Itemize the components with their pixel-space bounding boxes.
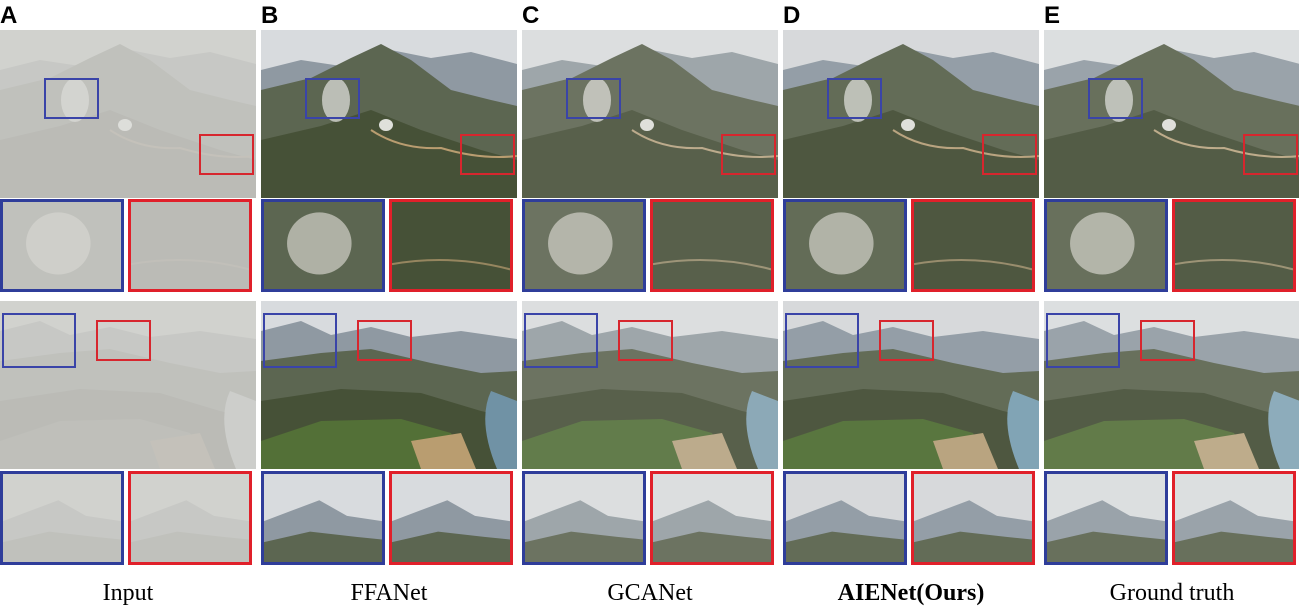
landscape-image xyxy=(264,202,382,289)
roi-box-blue xyxy=(263,313,337,368)
scene2-image xyxy=(0,301,256,469)
scene1-zoom-red xyxy=(911,199,1035,292)
landscape-image xyxy=(525,474,643,562)
landscape-image xyxy=(264,474,382,562)
method-column-d: D AIENet(Ours) xyxy=(783,0,1039,611)
method-column-a: A Input xyxy=(0,0,256,611)
roi-box-red xyxy=(1140,320,1195,361)
scene2-image xyxy=(522,301,778,469)
scene2-zoom-blue xyxy=(522,471,646,565)
scene2-image xyxy=(1044,301,1299,469)
roi-box-blue xyxy=(524,313,598,368)
panel-letter: A xyxy=(0,2,18,29)
roi-box-red xyxy=(357,320,412,361)
scene2-zoom-red xyxy=(911,471,1035,565)
scene1-zoom-red xyxy=(650,199,774,292)
roi-box-red xyxy=(879,320,934,361)
scene1-zoom-blue xyxy=(783,199,907,292)
panel-letter: E xyxy=(1044,2,1061,29)
landscape-image xyxy=(786,474,904,562)
method-caption: FFANet xyxy=(350,580,428,606)
landscape-image xyxy=(522,301,778,469)
landscape-image xyxy=(914,474,1032,562)
scene2-zoom-red xyxy=(128,471,252,565)
roi-box-red xyxy=(1243,134,1298,175)
scene1-zoom-blue xyxy=(522,199,646,292)
scene1-zoom-red xyxy=(1172,199,1296,292)
scene2-zoom-blue xyxy=(261,471,385,565)
roi-box-blue xyxy=(566,78,621,119)
landscape-image xyxy=(1175,474,1293,562)
roi-box-blue xyxy=(1088,78,1143,119)
landscape-image xyxy=(783,30,1039,198)
scene2-zoom-blue xyxy=(783,471,907,565)
roi-box-blue xyxy=(1046,313,1120,368)
scene2-zoom-blue xyxy=(1044,471,1168,565)
roi-box-blue xyxy=(785,313,859,368)
landscape-image xyxy=(392,202,510,289)
method-column-b: B FFANet xyxy=(261,0,517,611)
panel-letter: B xyxy=(261,2,279,29)
roi-box-red xyxy=(618,320,673,361)
panel-letter: C xyxy=(522,2,540,29)
scene1-image xyxy=(261,30,517,198)
landscape-image xyxy=(653,202,771,289)
scene1-image xyxy=(522,30,778,198)
method-column-e: E Ground truth xyxy=(1044,0,1299,611)
landscape-image xyxy=(1047,202,1165,289)
landscape-image xyxy=(0,30,256,198)
scene1-zoom-blue xyxy=(1044,199,1168,292)
landscape-image xyxy=(261,30,517,198)
scene2-zoom-red xyxy=(1172,471,1296,565)
method-caption: Input xyxy=(102,580,154,606)
scene1-zoom-blue xyxy=(261,199,385,292)
scene1-zoom-red xyxy=(128,199,252,292)
roi-box-red xyxy=(96,320,151,361)
method-caption: Ground truth xyxy=(1109,580,1235,606)
scene2-zoom-red xyxy=(389,471,513,565)
scene2-image xyxy=(261,301,517,469)
panel-letter: D xyxy=(783,2,801,29)
scene1-image xyxy=(783,30,1039,198)
landscape-image xyxy=(783,301,1039,469)
roi-box-red xyxy=(460,134,515,175)
landscape-image xyxy=(0,301,256,469)
roi-box-blue xyxy=(2,313,76,368)
landscape-image xyxy=(1175,202,1293,289)
scene1-image xyxy=(0,30,256,198)
landscape-image xyxy=(653,474,771,562)
landscape-image xyxy=(3,474,121,562)
landscape-image xyxy=(525,202,643,289)
scene2-image xyxy=(783,301,1039,469)
roi-box-red xyxy=(982,134,1037,175)
landscape-image xyxy=(914,202,1032,289)
scene2-zoom-red xyxy=(650,471,774,565)
method-caption: AIENet(Ours) xyxy=(837,580,985,606)
scene1-image xyxy=(1044,30,1299,198)
method-caption: GCANet xyxy=(607,580,693,606)
landscape-image xyxy=(522,30,778,198)
roi-box-red xyxy=(721,134,776,175)
scene1-zoom-blue xyxy=(0,199,124,292)
scene1-zoom-red xyxy=(389,199,513,292)
method-column-c: C GCANet xyxy=(522,0,778,611)
roi-box-blue xyxy=(305,78,360,119)
landscape-image xyxy=(1044,30,1299,198)
landscape-image xyxy=(131,474,249,562)
roi-box-blue xyxy=(44,78,99,119)
roi-box-blue xyxy=(827,78,882,119)
landscape-image xyxy=(3,202,121,289)
landscape-image xyxy=(786,202,904,289)
roi-box-red xyxy=(199,134,254,175)
landscape-image xyxy=(1044,301,1299,469)
landscape-image xyxy=(261,301,517,469)
scene2-zoom-blue xyxy=(0,471,124,565)
landscape-image xyxy=(1047,474,1165,562)
landscape-image xyxy=(131,202,249,289)
landscape-image xyxy=(392,474,510,562)
